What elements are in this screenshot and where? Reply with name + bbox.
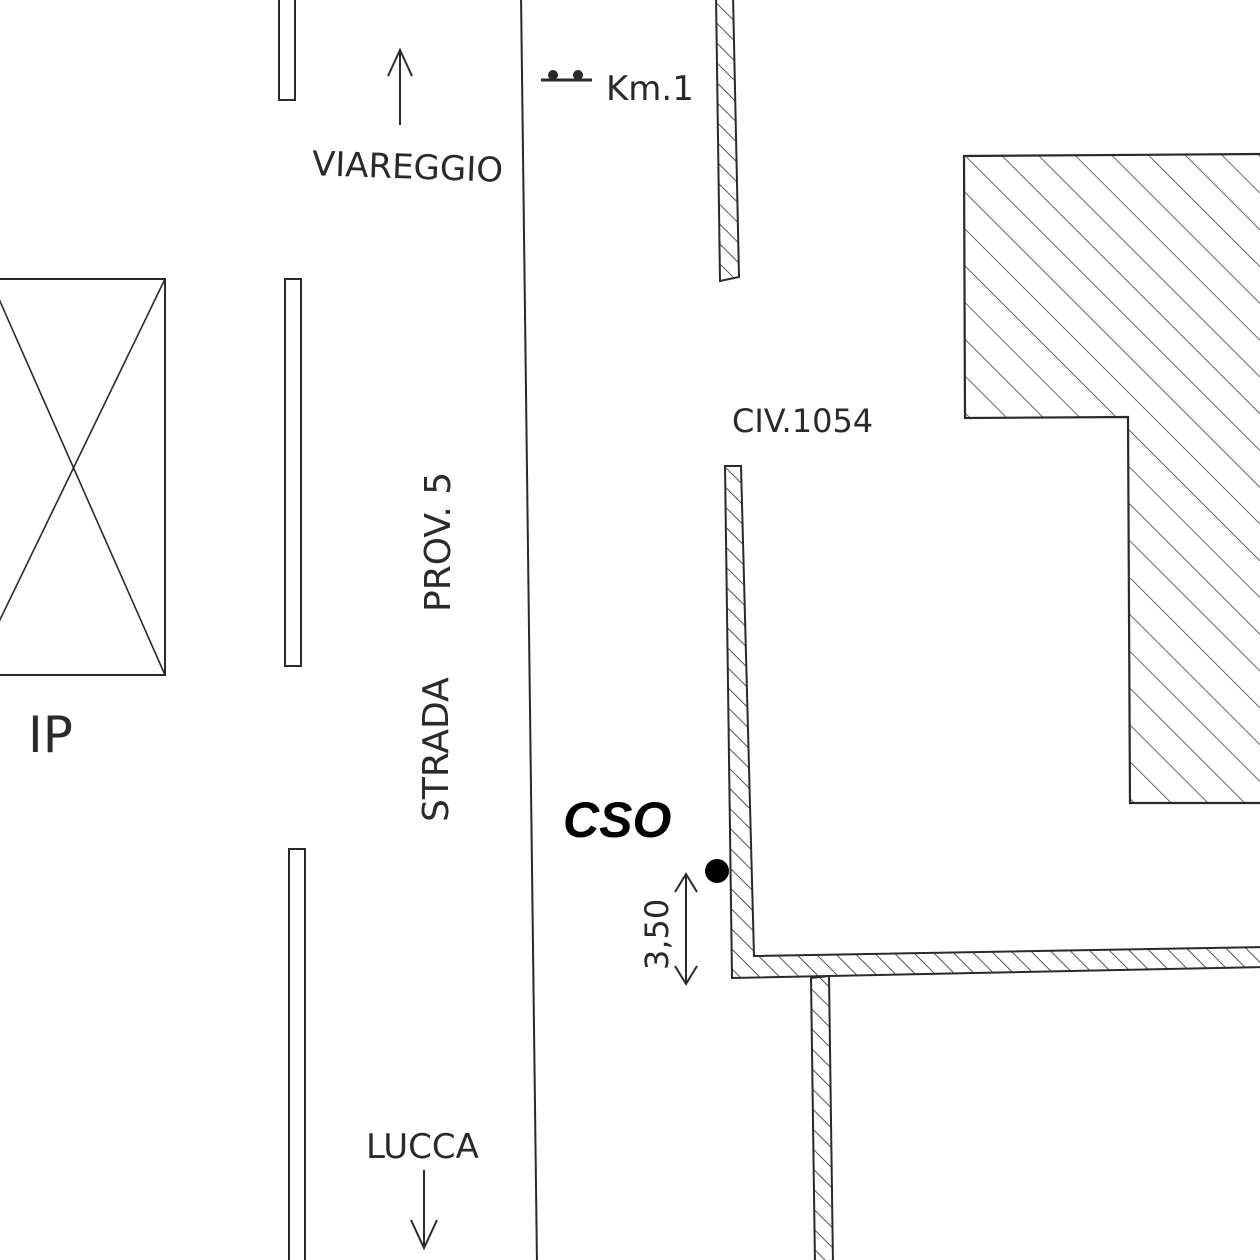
road-name-part2: PROV. 5 [418,472,459,612]
left-curb-islands [278,0,306,1260]
wall-upper [715,0,741,283]
arrow-up-icon [387,47,413,125]
road-center-line [520,0,538,1260]
distance-label: 3,50 [638,899,676,970]
civic-number-label: CIV.1054 [732,402,873,440]
road-name-part1: STRADA [416,677,457,822]
direction-south-label: LUCCA [366,1127,479,1167]
distance-arrow-icon [674,872,698,986]
point-label: CSO [563,792,671,848]
wall-lower-l-shape [723,465,1260,980]
wall-bottom-vertical [809,974,834,1260]
building-block [962,152,1260,805]
arrow-down-icon [410,1170,438,1251]
kilometer-marker-label: Km.1 [606,69,694,109]
point-marker-icon [705,859,729,883]
station-label: IP [28,706,73,764]
kilometer-milestone-icon [541,70,592,82]
fuel-station-building [0,278,166,676]
direction-north-label: VIAREGGIO [311,144,503,191]
